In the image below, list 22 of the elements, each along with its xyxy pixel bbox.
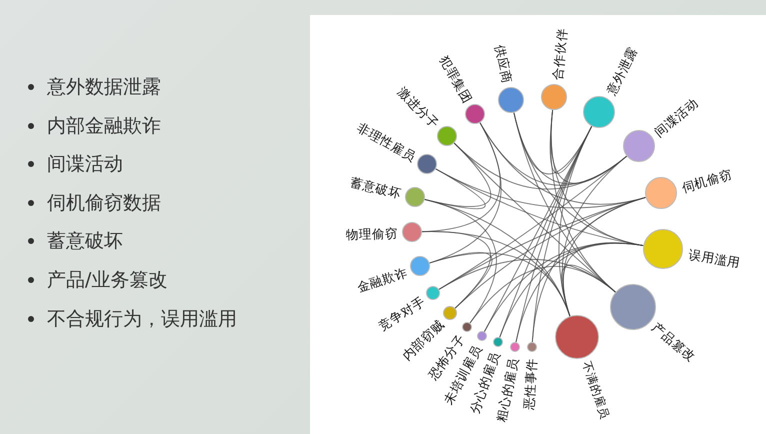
node-label: 供应商 — [492, 44, 516, 86]
node-label: 金融欺诈 — [354, 264, 409, 294]
node-label: 物理偷窃 — [346, 226, 398, 243]
connector-line — [422, 231, 492, 309]
bullet-text: 间谍活动 — [47, 153, 123, 176]
node-label: 产品篡改 — [648, 319, 698, 364]
node-label: 间谍活动 — [651, 94, 701, 140]
node-label: 伺机偷窃 — [680, 166, 734, 196]
node-label: 误用滥用 — [687, 246, 742, 270]
node-label: 恶性事件 — [521, 357, 540, 410]
node-label: 蓄意破坏 — [349, 174, 404, 202]
node-label: 意外泄露 — [602, 44, 640, 98]
bullet-text: 蓄意破坏 — [47, 230, 123, 252]
bullet-text: 不合规行为，误用滥用 — [47, 308, 237, 330]
connector-line — [429, 252, 492, 309]
bullet-text: 内部金融欺诈 — [47, 114, 161, 137]
bullet-text: 伺机偷窃数据 — [47, 192, 161, 214]
bullet-text: 产品/业务篡改 — [47, 268, 168, 291]
node-label: 不满的雇员 — [578, 359, 612, 421]
bullet-text: 意外数据泄露 — [47, 76, 161, 98]
connector-line — [438, 196, 646, 290]
node-label: 合作伙伴 — [549, 28, 570, 81]
